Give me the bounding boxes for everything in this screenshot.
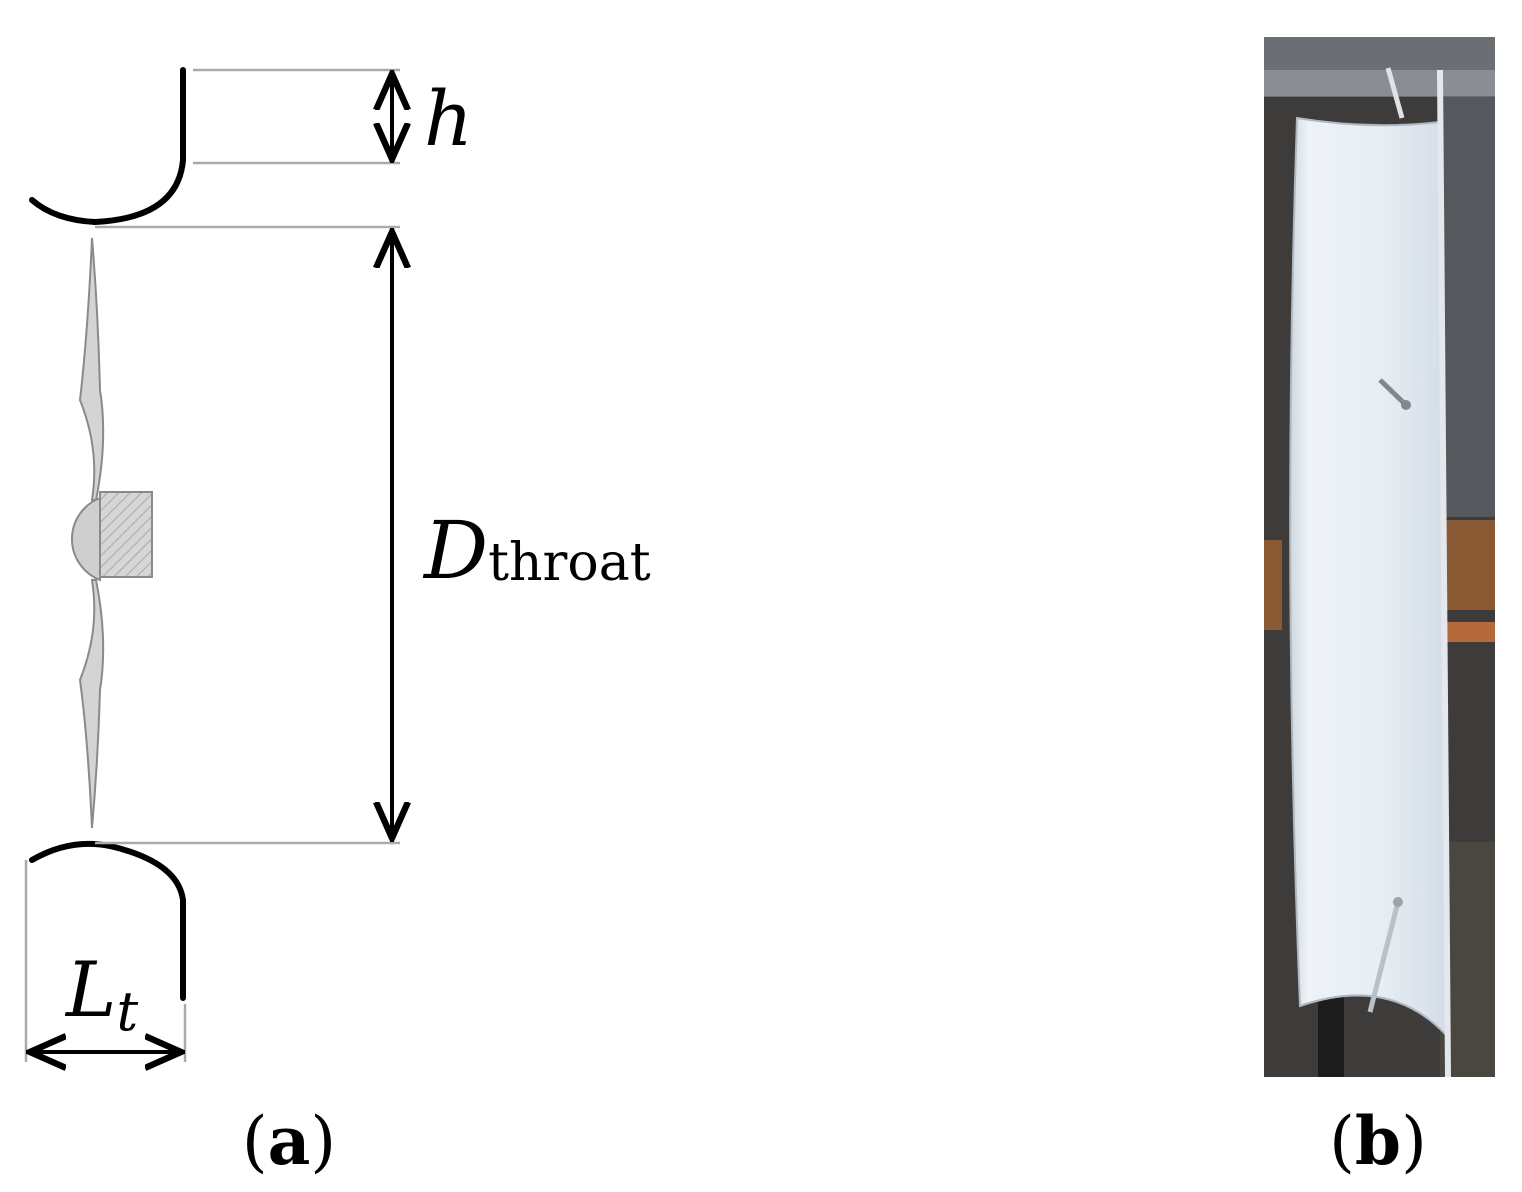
photo-strut-top (1385, 67, 1405, 119)
caption-a: (a) (242, 1102, 336, 1180)
panel-a-schematic: h Dthroat Lt (a) (24, 67, 651, 1180)
lt-label-subscript: t (116, 980, 138, 1043)
photo-bolt-mid (1401, 400, 1411, 410)
photo-bottom-post (1318, 990, 1344, 1077)
lower-rotor-blade (78, 579, 105, 829)
panel-b-photo: (b) (1264, 37, 1495, 1180)
h-label: h (424, 74, 473, 163)
photo-duct-rim (1437, 69, 1451, 1078)
rotor-hub (99, 491, 153, 578)
photo-rig-pipe (1440, 622, 1495, 642)
photo-strut-mid (1378, 378, 1408, 407)
rotor-spinner (70, 496, 101, 582)
photo-bolt-bottom (1393, 897, 1403, 907)
bottom-shroud-profile (29, 840, 186, 1001)
photo-strut-bottom (1367, 901, 1401, 1013)
photo-top-bar (1264, 70, 1495, 96)
top-shroud-profile (29, 67, 186, 226)
lt-label: Lt (64, 945, 138, 1043)
caption-b: (b) (1329, 1102, 1427, 1180)
d-label-main: D (422, 504, 488, 597)
photo-duct-shroud (1289, 116, 1448, 1038)
lt-label-main: L (64, 945, 116, 1034)
upper-rotor-blade (78, 237, 105, 501)
d-throat-label: Dthroat (422, 504, 651, 597)
photo-left-bracket (1264, 540, 1282, 630)
photo-right-column (1440, 97, 1495, 517)
d-label-subscript: throat (488, 533, 651, 593)
